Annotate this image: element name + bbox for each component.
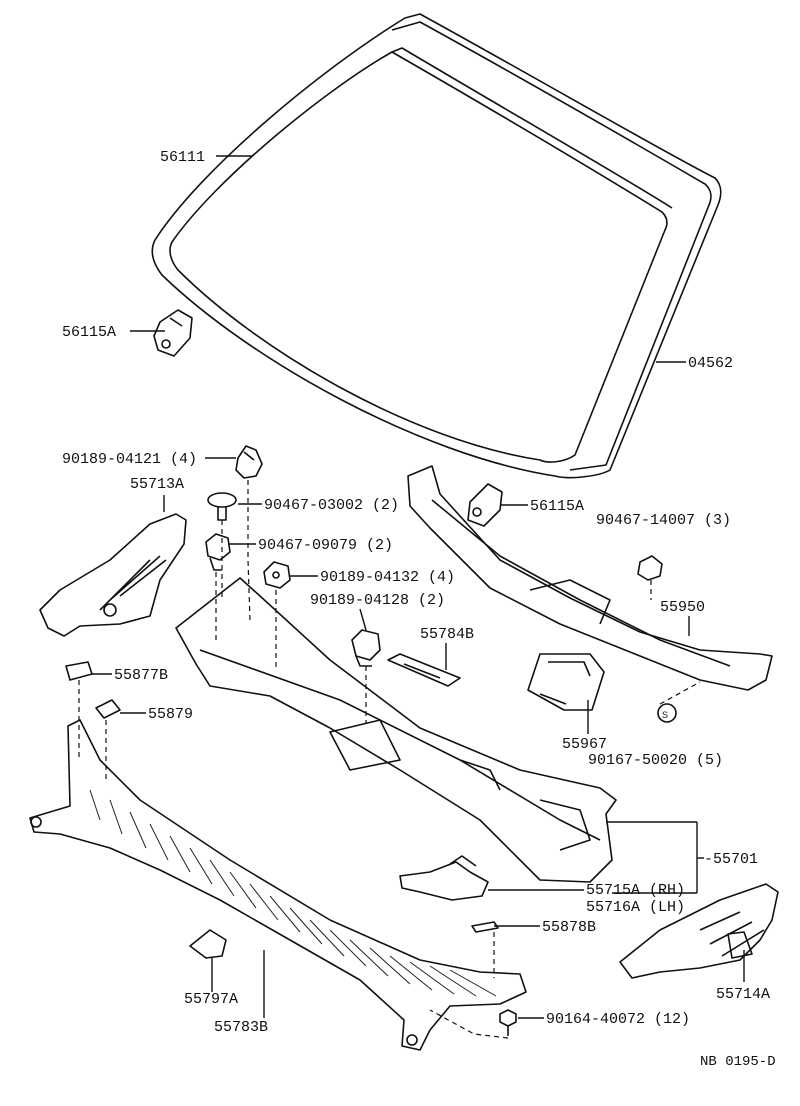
- cap-55877b[interactable]: [65, 661, 93, 681]
- rivet-90467-03002[interactable]: [207, 492, 237, 521]
- cap-55878b[interactable]: [471, 921, 499, 933]
- label-55797a: 55797A: [184, 991, 238, 1008]
- windshield-molding[interactable]: [391, 21, 712, 471]
- label-90467-14007: 90467-14007 (3): [596, 512, 731, 529]
- label-90167-50020: 90167-50020 (5): [588, 752, 723, 769]
- windshield-glass[interactable]: [151, 13, 722, 479]
- clip-90189-04121[interactable]: [235, 445, 263, 479]
- clip-56115a-right[interactable]: [467, 483, 503, 527]
- clip-90189-04128[interactable]: [351, 629, 381, 667]
- duct-55967[interactable]: [527, 653, 605, 711]
- leader-lines: [92, 155, 745, 1019]
- label-55713a: 55713A: [130, 476, 184, 493]
- cap-55879[interactable]: [95, 699, 121, 719]
- label-55950: 55950: [660, 599, 705, 616]
- label-04562: 04562: [688, 355, 733, 372]
- clip-56115a-left[interactable]: [153, 309, 193, 357]
- clip-90467-09079[interactable]: [205, 533, 231, 571]
- screw-90164-40072[interactable]: [499, 1009, 517, 1036]
- label-55877b: 55877B: [114, 667, 168, 684]
- clip-90189-04132[interactable]: [263, 561, 291, 589]
- label-90164-40072: 90164-40072 (12): [546, 1011, 690, 1028]
- cowl-louver-55783b[interactable]: [29, 719, 527, 1051]
- label-55715a-rh: 55715A (RH): [586, 882, 685, 899]
- seal-55950[interactable]: [407, 465, 773, 691]
- label-55784b: 55784B: [420, 626, 474, 643]
- svg-text:S: S: [662, 710, 668, 720]
- label-90189-04121: 90189-04121 (4): [62, 451, 197, 468]
- clip-55797a[interactable]: [189, 929, 227, 959]
- label-55879: 55879: [148, 706, 193, 723]
- label-56115a-left: 56115A: [62, 324, 116, 341]
- label-56111: 56111: [160, 149, 205, 166]
- label-90467-09079: 90467-09079 (2): [258, 537, 393, 554]
- label-90189-04128: 90189-04128 (2): [310, 592, 445, 609]
- nut-90167-50020[interactable]: S: [657, 703, 677, 723]
- label-55878b: 55878B: [542, 919, 596, 936]
- side-panel-55714a[interactable]: [619, 883, 779, 979]
- pad-55784b[interactable]: [387, 653, 461, 687]
- label-55716a-lh: 55716A (LH): [586, 899, 685, 916]
- label-55701: -55701: [704, 851, 758, 868]
- label-90467-03002: 90467-03002 (2): [264, 497, 399, 514]
- diagram-code: NB 0195-D: [700, 1054, 776, 1070]
- alignment-dashes: [78, 480, 701, 1039]
- side-panel-55713a[interactable]: [39, 513, 187, 637]
- label-56115a-right: 56115A: [530, 498, 584, 515]
- label-55714a: 55714A: [716, 986, 770, 1003]
- label-55967: 55967: [562, 736, 607, 753]
- bracket-55715a-55716a[interactable]: [399, 855, 489, 901]
- label-55783b: 55783B: [214, 1019, 268, 1036]
- label-90189-04132: 90189-04132 (4): [320, 569, 455, 586]
- cowl-inner-panel[interactable]: [175, 577, 617, 883]
- nut-90467-14007[interactable]: [637, 555, 663, 581]
